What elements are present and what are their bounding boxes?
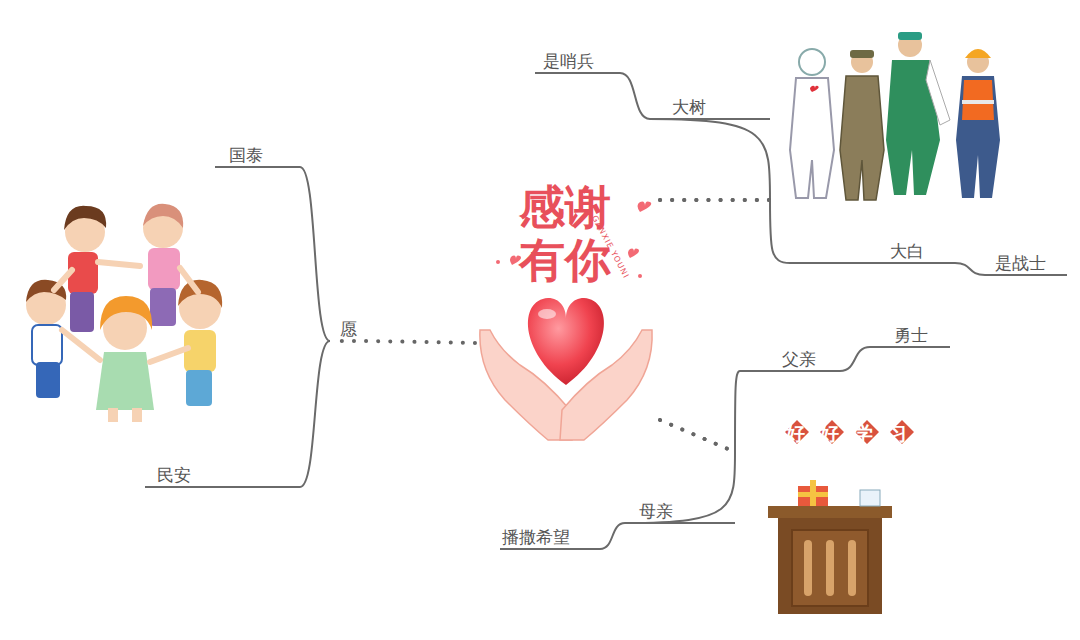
workers-illustration-part bbox=[965, 49, 991, 58]
study-desk-part bbox=[798, 492, 828, 497]
branch-connector bbox=[625, 452, 735, 523]
workers-illustration bbox=[790, 32, 1000, 200]
topic-text: 是哨兵 bbox=[543, 51, 614, 71]
topic-text: 国泰 bbox=[229, 145, 294, 165]
branch-connector bbox=[660, 198, 770, 202]
topic-text: 播撒希望 bbox=[502, 527, 594, 547]
branch-topic: 大白 bbox=[790, 240, 955, 263]
branch-connector bbox=[660, 198, 770, 202]
heart-hands-part bbox=[528, 298, 604, 385]
heart-hands-part bbox=[638, 202, 652, 213]
workers-illustration-part bbox=[790, 78, 834, 198]
topic-text: 愿 bbox=[340, 319, 364, 339]
heart-hands-part bbox=[496, 260, 500, 264]
workers-illustration-part bbox=[926, 60, 950, 125]
children-illustration-part bbox=[70, 292, 94, 332]
branch-connector bbox=[145, 341, 330, 487]
workers-illustration-part bbox=[851, 51, 873, 73]
branch-connector bbox=[650, 119, 770, 200]
children-illustration-part bbox=[100, 296, 152, 330]
branch-topic: 愿 bbox=[330, 318, 370, 341]
children-illustration-part bbox=[108, 408, 118, 422]
central-topic: 感谢有你 bbox=[475, 180, 660, 440]
study-desk-part bbox=[860, 490, 880, 506]
children-illustration-part bbox=[148, 248, 180, 290]
leaf-topic: 播撒希望 bbox=[500, 526, 600, 549]
banner-text: 好好学习 bbox=[786, 421, 922, 447]
topic-text: 民安 bbox=[157, 465, 294, 485]
study-desk-part bbox=[848, 540, 856, 596]
workers-illustration-part bbox=[956, 76, 1000, 198]
children-illustration bbox=[26, 204, 222, 422]
branch-connector bbox=[215, 167, 330, 341]
branch-connector bbox=[660, 420, 735, 452]
workers-illustration-part bbox=[962, 100, 994, 104]
heart-hands-part bbox=[538, 309, 556, 319]
children-illustration-part bbox=[132, 408, 142, 422]
children-illustration-part bbox=[96, 352, 154, 410]
children-illustration-part bbox=[150, 288, 176, 326]
heart-hands-part bbox=[638, 274, 642, 278]
branch-connector bbox=[660, 420, 735, 452]
topic-text: 父亲 bbox=[782, 349, 834, 369]
children-illustration-part bbox=[186, 370, 212, 406]
workers-illustration-part bbox=[850, 50, 874, 58]
branch-connector bbox=[500, 523, 625, 549]
leaf-topic: 国泰 bbox=[215, 144, 300, 167]
branch-connector bbox=[535, 73, 650, 119]
study-desk-part bbox=[778, 518, 882, 614]
children-illustration-part bbox=[36, 362, 60, 398]
branch-topic: 母亲 bbox=[625, 500, 735, 523]
branch-topic: 父亲 bbox=[740, 348, 840, 371]
workers-illustration-part bbox=[810, 86, 819, 92]
children-illustration-part bbox=[32, 325, 62, 365]
topic-text: 是战士 bbox=[995, 253, 1061, 273]
children-illustration-part bbox=[143, 204, 183, 228]
children-illustration-part bbox=[184, 330, 216, 372]
branch-topic: 大树 bbox=[650, 96, 770, 119]
branch-connector bbox=[330, 341, 475, 343]
study-desk bbox=[768, 420, 914, 614]
branch-connector bbox=[840, 347, 950, 371]
workers-illustration-part bbox=[962, 80, 994, 120]
topic-text: 勇士 bbox=[894, 325, 944, 345]
study-desk-part bbox=[804, 540, 812, 596]
leaf-topic: 民安 bbox=[145, 464, 300, 487]
workers-illustration-part bbox=[898, 33, 922, 57]
study-desk-part bbox=[792, 530, 868, 606]
branch-connector bbox=[770, 200, 955, 263]
topic-text: 大树 bbox=[672, 97, 764, 117]
topic-text: 大白 bbox=[890, 241, 949, 261]
heart-hands-part bbox=[628, 248, 639, 258]
leaf-topic: 是哨兵 bbox=[535, 50, 620, 73]
study-desk-part bbox=[768, 506, 892, 518]
children-illustration-part bbox=[64, 206, 106, 230]
leaf-topic: 是战士 bbox=[985, 252, 1067, 275]
leaf-topic: 勇士 bbox=[870, 324, 950, 347]
workers-illustration-part bbox=[799, 49, 825, 75]
topic-text: 母亲 bbox=[639, 501, 729, 521]
workers-illustration-part bbox=[898, 32, 922, 40]
children-illustration-part bbox=[54, 262, 198, 362]
workers-illustration-part bbox=[840, 76, 884, 200]
study-desk-part bbox=[826, 540, 834, 596]
